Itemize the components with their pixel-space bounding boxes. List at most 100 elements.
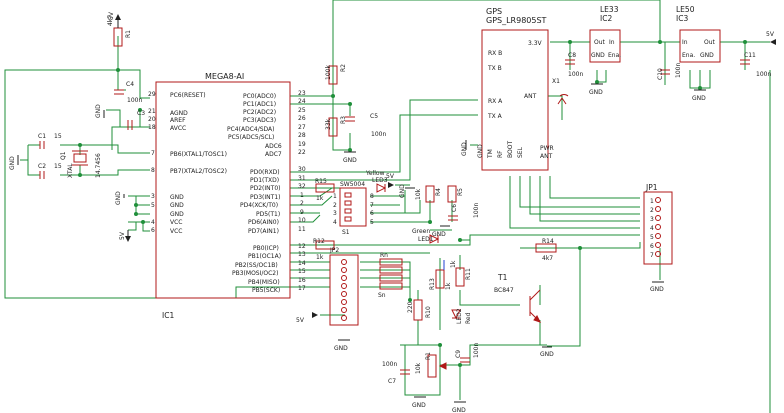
gps-subtitle: GPS_LR9805ST [486, 16, 547, 25]
r1-ref: R1 [125, 30, 132, 38]
c7-label: 100n [382, 361, 397, 368]
mcu-pin-number: 22 [298, 149, 306, 156]
svg-text:GND: GND [692, 95, 706, 102]
c7-ref: C7 [388, 378, 396, 385]
mcu-pin-label: GND [170, 211, 184, 218]
mcu-pin-number: 7 [151, 150, 155, 157]
r13-label: 1k [445, 282, 452, 290]
gnd-symbol: GND [540, 346, 554, 358]
gnd-symbol: GND [461, 140, 468, 156]
svg-text:5V: 5V [119, 231, 126, 240]
mcu-pin-label: PB0(ICP) [253, 245, 279, 252]
led2-color: Red [465, 312, 472, 324]
ic3-pin: GND [700, 52, 714, 59]
vcc-symbol: 5V [119, 230, 131, 242]
gps-module: GPS GPS_LR9805ST RX B TX B RX A TX A 3.3… [477, 7, 554, 171]
svg-text:GND: GND [540, 351, 554, 358]
mcu-pin-label: AVCC [170, 125, 186, 132]
ic2-pin: GND [591, 52, 605, 59]
led1-ref: LED1 [418, 236, 434, 243]
mcu-pin-number: 11 [298, 226, 306, 233]
mcu-pin-number: 23 [298, 90, 306, 97]
regulator-ic3: LE50 IC3 In Out Ena. GND [676, 5, 721, 63]
svg-text:GND: GND [432, 231, 446, 238]
vcc-symbol: 5V [296, 312, 318, 324]
jp1-pin: 2 [650, 207, 654, 214]
svg-text:GND: GND [452, 407, 466, 413]
r4-ref: R4 [435, 188, 442, 196]
svg-text:GND: GND [461, 142, 468, 156]
mcu-pin-number: 14 [298, 260, 306, 267]
gnd-symbol: GND [115, 191, 125, 205]
c10-label: 100n [675, 63, 682, 78]
gnd-symbol: GND [334, 339, 350, 352]
mcu-pin-number: 3 [151, 193, 155, 200]
resistors: 4k7 R1 100k R2 33k R3 R15 1k 10k R4 R5 R… [107, 15, 557, 321]
gps-pin-label: TM [487, 149, 494, 159]
mcu-pin-number: 1 [300, 192, 304, 199]
switch-pin: 4 [333, 219, 337, 226]
mcu-pin-label: PD4(XCK/T0) [240, 202, 278, 209]
gnd-symbol: GND [412, 396, 426, 409]
mcu-pin-label: PD6(AIN0) [248, 219, 279, 226]
switch-pin: 3 [333, 210, 337, 217]
mcu-pin-label: PD3(INT1) [250, 194, 280, 201]
ic3-pin: Out [704, 39, 716, 46]
r13-ref: R13 [429, 278, 436, 290]
mcu-pin-label: PC1(ADC1) [243, 101, 276, 108]
mcu-ref: IC1 [162, 311, 174, 320]
mcu-pin-label: PB3(MOSI/OC2) [232, 270, 278, 277]
mcu-pin-label: ADC6 [265, 143, 282, 150]
switch-pin: 2 [333, 202, 337, 209]
r10-ref: R10 [425, 306, 432, 318]
q1-ref: Q1 [60, 151, 67, 160]
svg-text:5V: 5V [296, 317, 305, 324]
r5-ref: R5 [457, 188, 464, 196]
led2-ref: LED2 [456, 308, 463, 324]
switch-pin: 5 [370, 219, 374, 226]
mcu-pin-number: 8 [151, 167, 155, 174]
c9-label: 100n [473, 343, 480, 358]
mcu-pin-label: PB4(MISO) [248, 279, 280, 286]
r14-ref: R14 [542, 238, 554, 245]
jp1-pin: 7 [650, 252, 654, 259]
mcu-pin-label: PD7(AIN1) [248, 228, 279, 235]
c5-label: 100n [371, 131, 386, 138]
r1-label: 4k7 [107, 15, 114, 26]
mcu-ic1: MEGA8-AI IC1 PC6(RESET) AGND AREF AVCC P… [148, 72, 306, 320]
s1-ref: S1 [342, 229, 350, 236]
mcu-pin-number: 2 [300, 200, 304, 207]
mcu-pin-number: 5 [151, 202, 155, 209]
r4-label: 10k [415, 188, 422, 200]
header-jp1: JP1 1 2 3 4 5 6 7 [643, 183, 673, 265]
mcu-pin-number: 25 [298, 107, 306, 114]
svg-text:GND: GND [115, 191, 122, 205]
switch-pin: 7 [370, 202, 374, 209]
mcu-pin-label: PD2(INT0) [250, 185, 280, 192]
vcc-symbol: 5V [108, 11, 121, 28]
r3-label: 33k [325, 118, 332, 130]
mcu-pin-label: GND [170, 194, 184, 201]
r12-label: 1k [316, 254, 324, 261]
jp2-pins [341, 259, 347, 321]
jp1-pin: 4 [650, 225, 654, 232]
ic2-ref: IC2 [600, 14, 612, 23]
r11-label: 1k [450, 260, 457, 268]
ic2-pin: Out [594, 39, 606, 46]
mcu-pin-number: 24 [298, 98, 306, 105]
mcu-pin-label: PB1(OC1A) [248, 253, 281, 260]
ic2-name: LE33 [600, 5, 619, 14]
mcu-pin-number: 28 [298, 132, 306, 139]
gps-pin-label: TX B [487, 65, 502, 72]
mcu-pin-label: PC5(ADC5/SCL) [228, 134, 274, 141]
svg-text:GND: GND [412, 402, 426, 409]
gnd-symbol: GND [589, 83, 603, 96]
mcu-pin-label: VCC [170, 219, 182, 226]
q1-xtal-label: XTAL [67, 163, 74, 178]
t1-value: BC847 [494, 287, 514, 294]
pot-ref: R1 [425, 352, 432, 360]
capacitors: C4 100n C3 C1 15 C2 15 C5 100n C8 100n C… [38, 52, 771, 385]
r11-ref: R11 [465, 268, 472, 280]
c6-ref: C6 [451, 204, 458, 212]
